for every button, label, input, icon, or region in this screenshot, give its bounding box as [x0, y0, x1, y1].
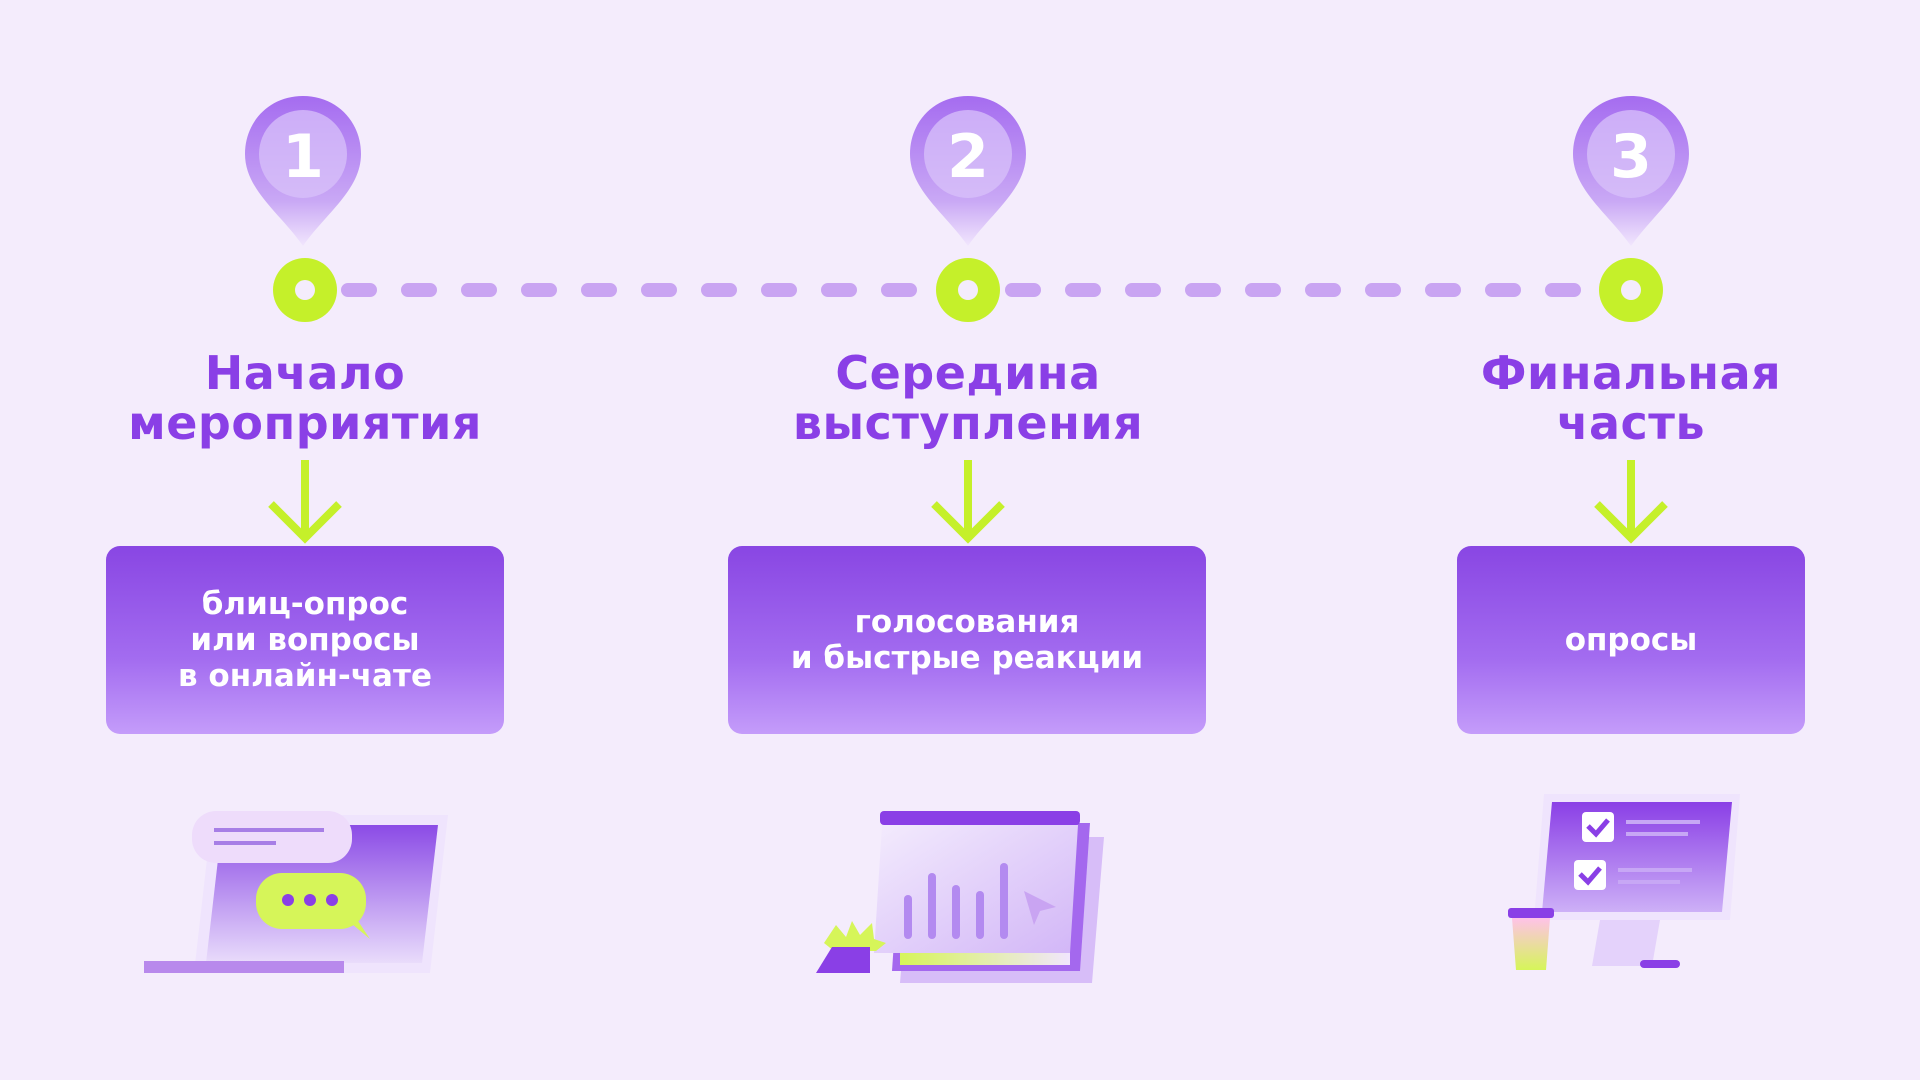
- step-number: 2: [947, 122, 989, 192]
- stage-title-line: Начало: [204, 346, 406, 400]
- activity-card-2: голосования и быстрые реакции: [728, 546, 1206, 734]
- card-text-line: и быстрые реакции: [790, 640, 1144, 676]
- pin-shape: [910, 96, 1026, 246]
- checklist-monitor-icon: [1490, 790, 1750, 980]
- arrow-down-icon: [1591, 458, 1671, 548]
- location-pin-icon: 2: [906, 92, 1030, 250]
- stage-title-line: часть: [1556, 396, 1706, 450]
- card-text-line: голосования: [854, 604, 1080, 640]
- stage-title-line: мероприятия: [128, 396, 482, 450]
- timeline-dot: [1599, 258, 1663, 322]
- stage-title-3: Финальная часть: [1371, 348, 1891, 448]
- arrow-down-icon: [928, 458, 1008, 548]
- card-text-line: опросы: [1564, 622, 1698, 658]
- timeline-dashed-line: [341, 283, 1611, 297]
- card-text-line: блиц-опрос: [201, 586, 409, 622]
- stage-title-line: Финальная: [1480, 346, 1782, 400]
- pin-shape: [245, 96, 361, 246]
- stage-title-line: Середина: [835, 346, 1101, 400]
- timeline-dot: [273, 258, 337, 322]
- step-number: 1: [282, 122, 324, 192]
- step-number: 3: [1610, 122, 1652, 192]
- stage-title-1: Начало мероприятия: [45, 348, 565, 448]
- activity-card-3: опросы: [1457, 546, 1805, 734]
- analytics-dashboard-icon: [800, 795, 1120, 995]
- activity-card-1: блиц-опрос или вопросы в онлайн-чате: [106, 546, 504, 734]
- stage-title-line: выступления: [792, 396, 1144, 450]
- laptop-chat-icon: [140, 795, 460, 985]
- stage-title-2: Середина выступления: [708, 348, 1228, 448]
- card-text-line: в онлайн-чате: [178, 658, 432, 694]
- pin-shape: [1573, 96, 1689, 246]
- location-pin-icon: 1: [241, 92, 365, 250]
- timeline-dot: [936, 258, 1000, 322]
- card-text-line: или вопросы: [190, 622, 420, 658]
- location-pin-icon: 3: [1569, 92, 1693, 250]
- arrow-down-icon: [265, 458, 345, 548]
